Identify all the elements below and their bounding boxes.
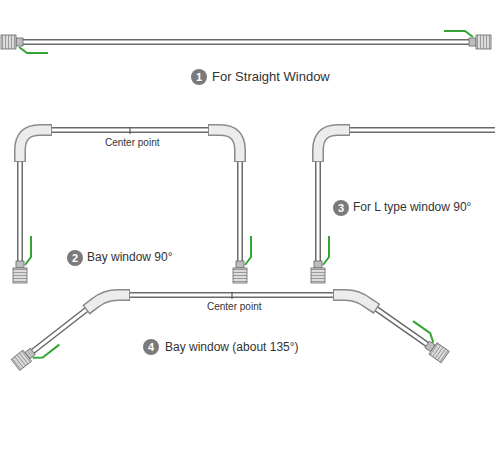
motor-end-caps	[1, 31, 491, 374]
callout-number: 3	[333, 200, 349, 216]
rail-part	[22, 41, 470, 44]
callout-number: 1	[191, 69, 207, 85]
rail-part	[209, 130, 240, 161]
rail-part	[318, 130, 495, 262]
callout-number: 2	[67, 250, 83, 266]
callout-number-text: 3	[338, 202, 344, 214]
window-type-label: Bay window 90°	[87, 251, 173, 264]
rail-part	[86, 295, 130, 310]
rail-part	[333, 295, 377, 309]
rail-part	[13, 236, 31, 283]
rail-part	[233, 236, 251, 283]
rail-part	[20, 130, 240, 262]
rail-straight	[22, 42, 470, 43]
rail-part	[20, 130, 51, 161]
rail-part	[444, 31, 491, 49]
rail-part	[87, 295, 129, 309]
rail-l-type-90	[318, 130, 495, 262]
callout-number: 4	[143, 339, 159, 355]
callout-number-text: 4	[148, 341, 154, 353]
window-type-label: Bay window (about 135°)	[165, 341, 299, 354]
rail-part	[1, 35, 48, 53]
callout-number-text: 1	[196, 71, 202, 83]
rail-part	[232, 292, 233, 299]
rail-part	[318, 130, 495, 262]
center-point-label: Center point	[105, 137, 159, 148]
rail-part	[403, 321, 452, 363]
window-type-label: For Straight Window	[212, 70, 330, 84]
rail-part	[130, 127, 131, 134]
rail-part	[20, 130, 240, 262]
rail-bay-90	[20, 127, 240, 262]
rail-part	[20, 130, 52, 162]
rail-part	[334, 295, 376, 308]
rail-part	[22, 39, 470, 45]
window-type-label: For L type window 90°	[353, 201, 471, 214]
rail-part	[11, 330, 59, 373]
callout-number-text: 2	[72, 252, 78, 264]
rail-part	[311, 236, 329, 283]
rail-part	[318, 130, 350, 162]
center-point-label: Center point	[207, 301, 261, 312]
rail-part	[318, 130, 349, 161]
rail-part	[208, 130, 240, 162]
